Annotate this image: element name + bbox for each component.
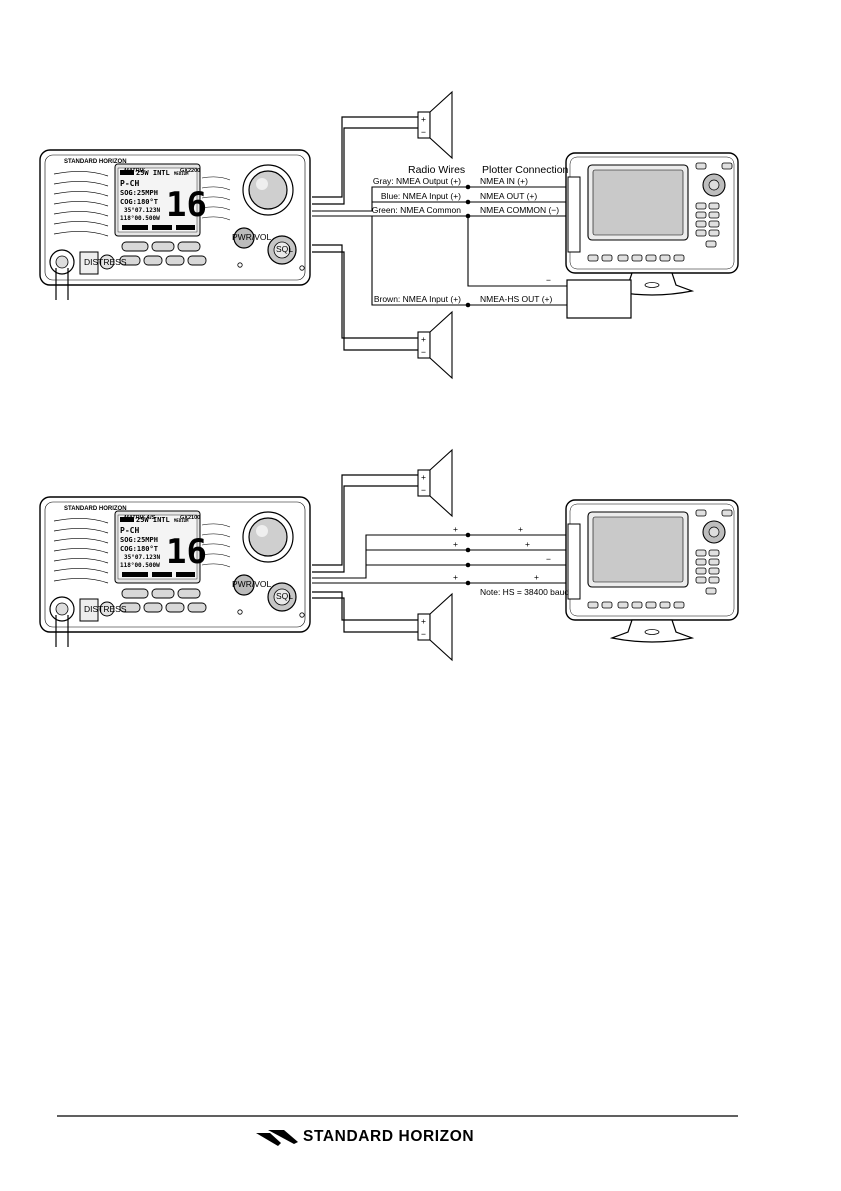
lcd2-top-text: 25W INTL (136, 516, 170, 524)
radio-series-label: MATRIX (124, 168, 145, 174)
standard-horizon-logo-icon (256, 1130, 298, 1146)
lcd-line-4: 35°07.123N (124, 207, 161, 214)
lcd2-mode-text: MEDIUM (174, 518, 189, 523)
lcd-line-3: COG:180°T (120, 198, 158, 206)
lcd-line-5: 118°00.500W (120, 215, 160, 222)
hs-minus-label: − (546, 275, 551, 285)
speaker-2 (417, 311, 453, 379)
speaker-2-minus: − (421, 347, 426, 357)
wire2-2-left-mark: + (453, 539, 458, 549)
speaker-4-minus: − (421, 629, 426, 639)
lcd-channel-number: 16 (166, 185, 207, 225)
baud-note: Note: HS = 38400 baud (480, 587, 569, 597)
diagram-2: STANDARD HORIZON MATRIX AIS GX2100 25W I… (39, 449, 739, 661)
lcd2-channel-number: 16 (166, 532, 207, 572)
wire-blue-radio-label: Blue: NMEA Input (+) (381, 191, 461, 201)
wire2-4-right-mark: + (534, 572, 539, 582)
speaker-1-minus: − (421, 127, 426, 137)
wire-gray-plotter-label: NMEA IN (+) (480, 176, 528, 186)
lcd-line-2: SOG:25MPH (120, 189, 158, 197)
hs-device-box (566, 279, 632, 319)
radio2-brand-label: STANDARD HORIZON (64, 506, 127, 512)
radio2-series-label: MATRIX AIS (124, 515, 155, 521)
lcd-top-text: 25W INTL (136, 169, 170, 177)
pwr-vol-label-2: PWR/VOL (232, 579, 271, 589)
radio2-model-label: GX2100 (180, 515, 200, 521)
lcd2-line-5: 118°00.500W (120, 562, 160, 569)
lcd-line-1: P-CH (120, 179, 139, 188)
speaker-1 (417, 91, 453, 159)
chart-plotter-1 (565, 152, 739, 296)
speaker-4 (417, 593, 453, 661)
speaker-1-plus: + (421, 114, 426, 124)
distress-label: DISTRESS (84, 257, 127, 267)
wire2-3-right-mark: − (546, 554, 551, 564)
speaker-4-plus: + (421, 616, 426, 626)
lcd2-line-4: 35°07.123N (124, 554, 161, 561)
lcd-mode-text: MEDIUM (174, 171, 189, 176)
lcd2-line-3: COG:180°T (120, 545, 158, 553)
wire-green-radio-label: Green: NMEA Common (372, 205, 462, 215)
wire-brown-plotter-label: NMEA-HS OUT (+) (480, 294, 553, 304)
wire2-2-right-mark: + (525, 539, 530, 549)
pwr-vol-label: PWR/VOL (232, 232, 271, 242)
footer-logo-text: STANDARD HORIZON (303, 1128, 474, 1145)
chart-plotter-2 (565, 499, 739, 643)
wire2-1-left-mark: + (453, 524, 458, 534)
wire2-1-right-mark: + (518, 524, 523, 534)
wire-green-plotter-label: NMEA COMMON (−) (480, 205, 559, 215)
lcd2-line-2: SOG:25MPH (120, 536, 158, 544)
diagram-1: STANDARD HORIZON MATRIX GX2200 25W INTL … (39, 91, 739, 379)
speaker-3 (417, 449, 453, 517)
wire-brown-radio-label: Brown: NMEA Input (+) (374, 294, 461, 304)
sql-label-2: SQL (276, 591, 293, 601)
speaker-2-plus: + (421, 334, 426, 344)
wire2-4-left-mark: + (453, 572, 458, 582)
radio-model-label: GX2200 (180, 168, 200, 174)
wire-gray-radio-label: Gray: NMEA Output (+) (373, 176, 461, 186)
radio-brand-label: STANDARD HORIZON (64, 159, 127, 165)
header-plotter-connection: Plotter Connection (482, 164, 569, 176)
distress-label-2: DISTRESS (84, 604, 127, 614)
header-radio-wires: Radio Wires (408, 164, 465, 176)
lcd2-line-1: P-CH (120, 526, 139, 535)
sql-label: SQL (276, 244, 293, 254)
wire-blue-plotter-label: NMEA OUT (+) (480, 191, 537, 201)
speaker-3-minus: − (421, 485, 426, 495)
speaker-3-plus: + (421, 472, 426, 482)
